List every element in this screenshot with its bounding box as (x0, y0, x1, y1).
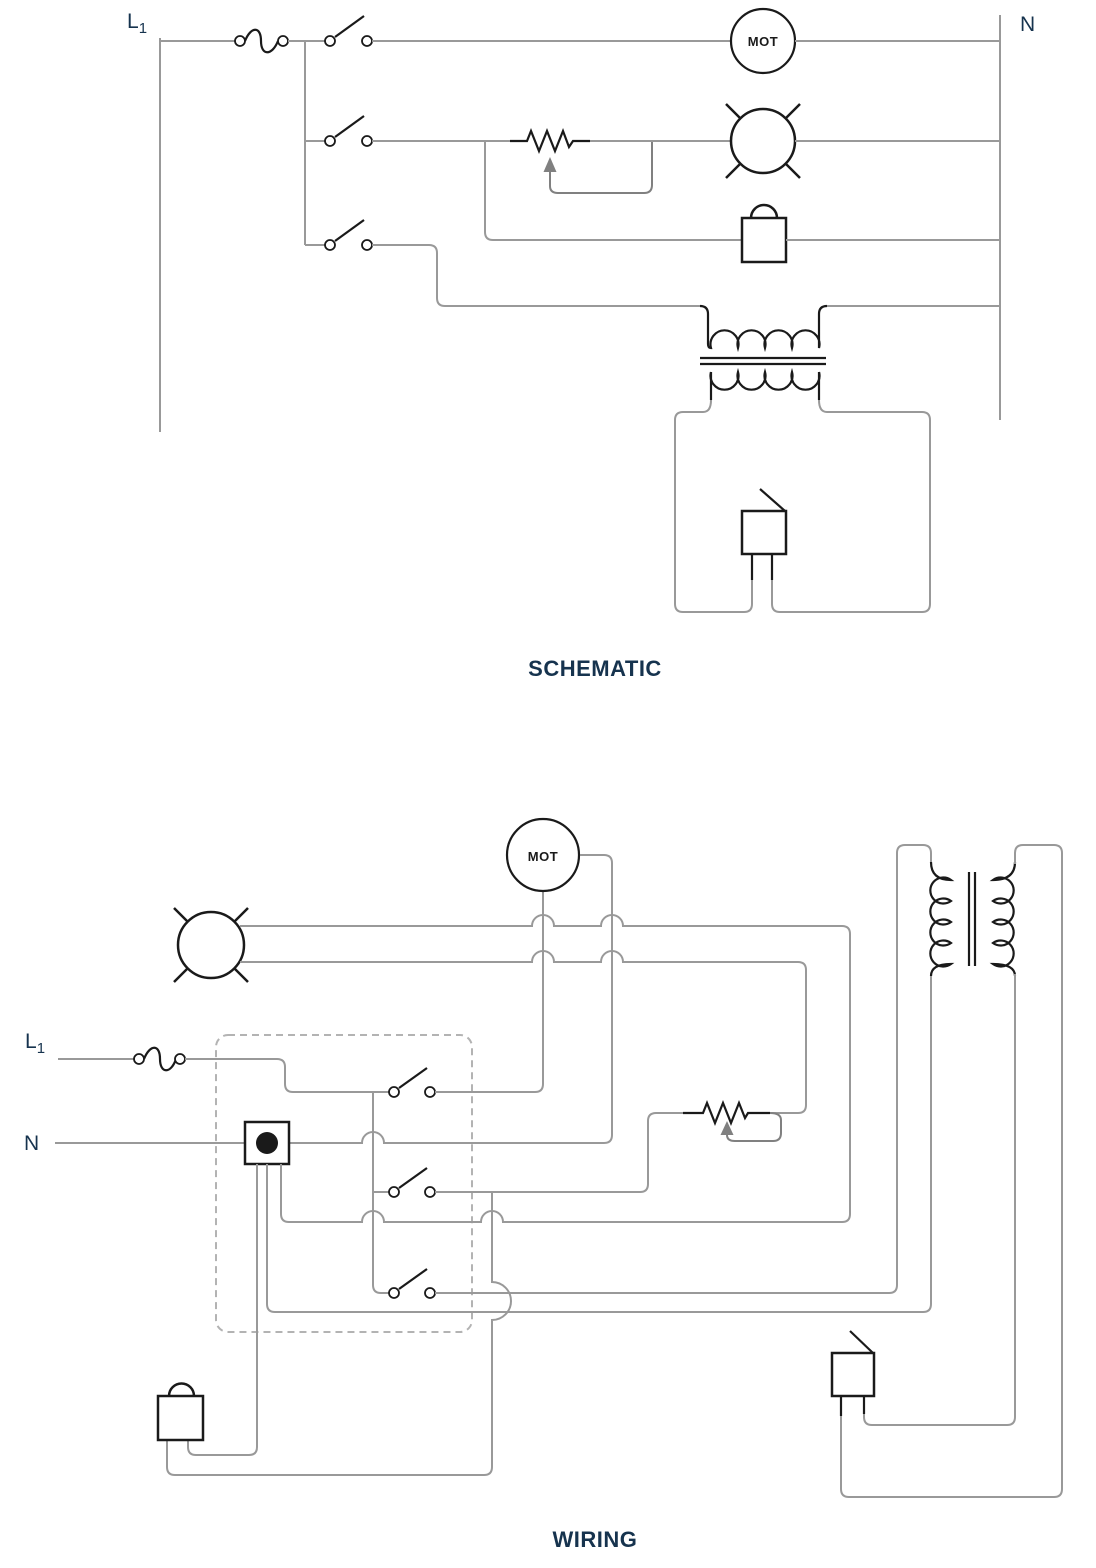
schematic-title: SCHEMATIC (528, 656, 662, 681)
n-label-wiring: N (24, 1132, 39, 1155)
wire (435, 1112, 685, 1193)
transformer-icon (699, 304, 828, 400)
fuse-icon (133, 1046, 186, 1072)
junction-dot (256, 1132, 278, 1154)
chime-icon (156, 1382, 205, 1442)
junction-box-icon (243, 1120, 291, 1166)
switch-bus (372, 1092, 389, 1294)
wire (771, 399, 931, 613)
lamp-icon (725, 103, 801, 179)
chime-icon (740, 203, 788, 264)
transformer-primary-coil (929, 861, 955, 977)
motor-icon: MOT (729, 7, 797, 75)
switch-2-icon (324, 115, 373, 147)
transformer-icon (929, 861, 1017, 977)
wire (289, 854, 613, 1144)
wire (863, 974, 1016, 1426)
wire (240, 914, 851, 1223)
wire (266, 974, 932, 1313)
l1-label-wiring: L1 (25, 1030, 45, 1057)
wire (372, 244, 700, 307)
transformer-secondary-coil (709, 367, 821, 391)
motor-label: MOT (748, 34, 778, 49)
wire (435, 891, 544, 1093)
fuse-icon (234, 28, 289, 54)
lamp-icon (173, 907, 249, 983)
transformer-secondary-coil (989, 861, 1017, 977)
wire (185, 1058, 389, 1093)
wire (674, 399, 753, 613)
push-button-icon (830, 1330, 876, 1416)
transformer-primary-coil (699, 304, 828, 353)
n-label: N (1020, 13, 1035, 36)
switch-enclosure-dashed-box (215, 1034, 473, 1333)
switch-3-icon (388, 1268, 436, 1299)
rheostat-icon (510, 127, 653, 194)
wire (484, 141, 742, 241)
switch-1-icon (324, 15, 373, 47)
wiring-section: L1 N (24, 817, 1063, 1552)
schematic-section: L1 N MOT (127, 7, 1035, 681)
wire (166, 1192, 512, 1476)
switch-2-icon (388, 1167, 436, 1198)
push-button-icon (740, 488, 788, 580)
transformer-core (700, 356, 826, 366)
wire (435, 844, 932, 1294)
rheostat-icon (683, 1100, 782, 1142)
wire (840, 844, 1063, 1498)
wire (240, 950, 807, 1114)
switch-3-icon (324, 219, 373, 251)
l1-label: L1 (127, 10, 147, 37)
wiring-title: WIRING (553, 1527, 638, 1552)
switch-1-icon (388, 1067, 436, 1098)
wire (187, 1164, 258, 1456)
motor-label: MOT (528, 849, 558, 864)
motor-icon: MOT (505, 817, 581, 893)
transformer-core (967, 872, 977, 966)
